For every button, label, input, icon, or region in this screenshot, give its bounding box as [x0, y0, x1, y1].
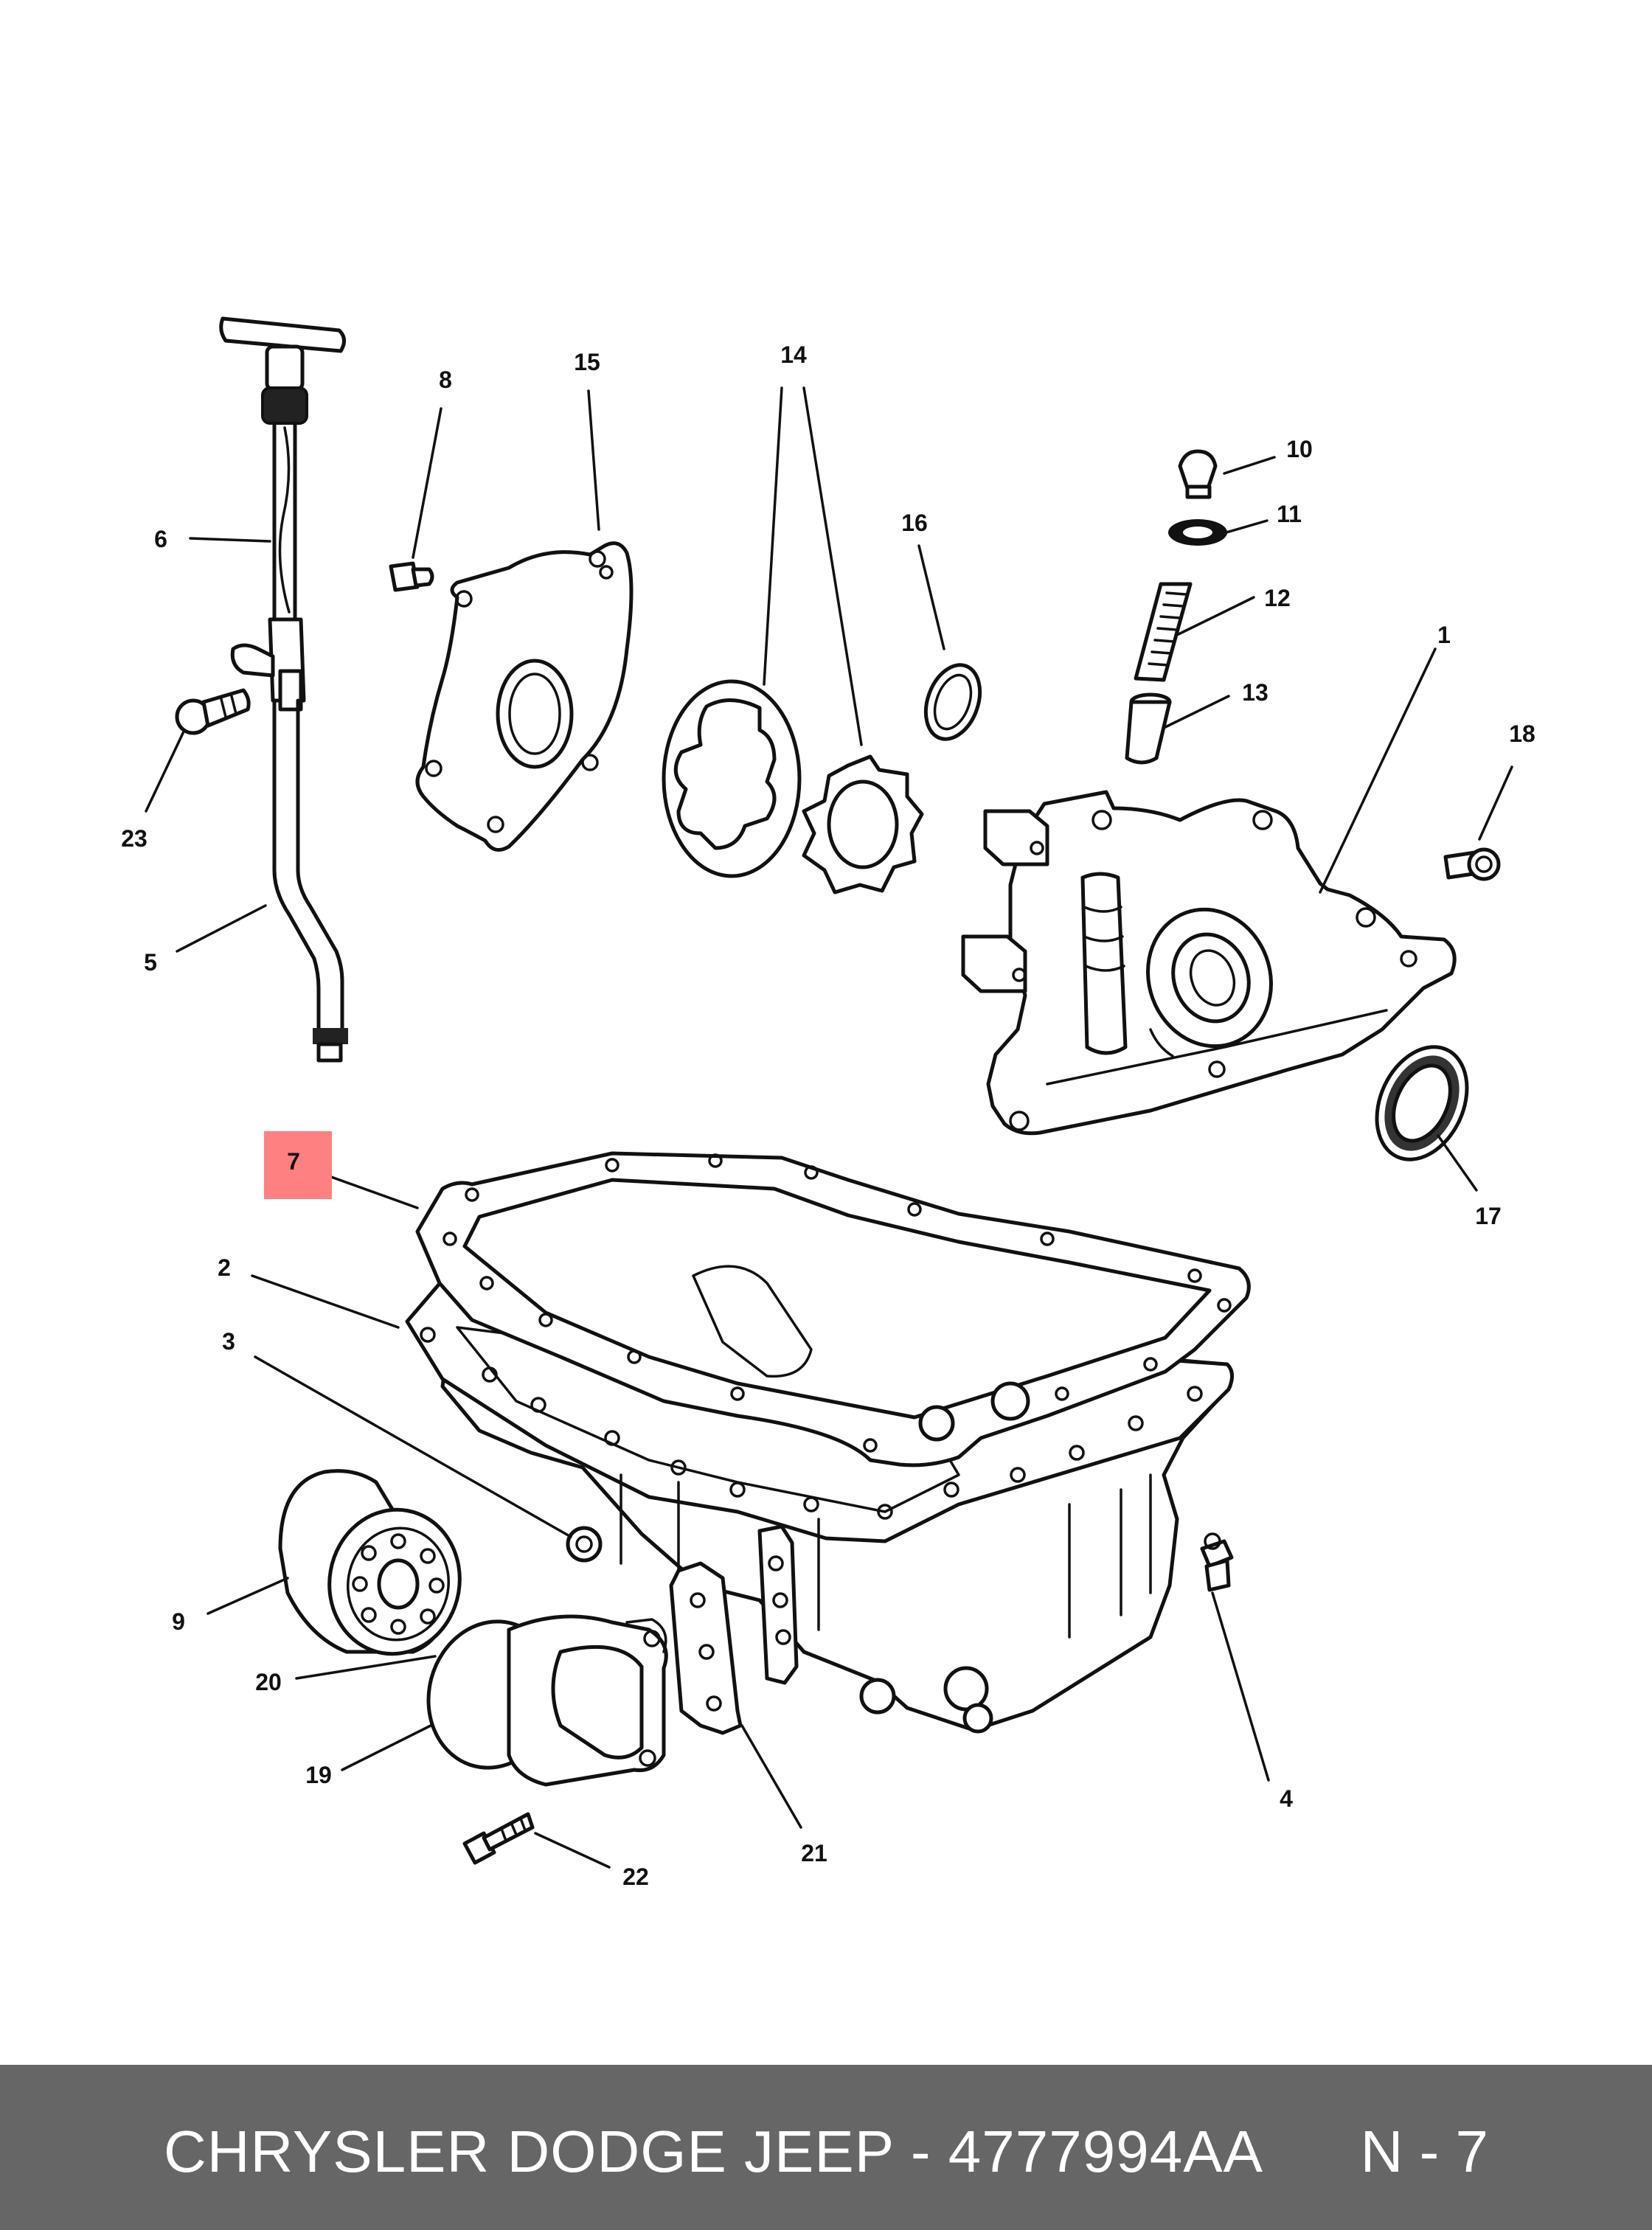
callout-8: 8: [439, 367, 452, 393]
inner-rotor-14: [802, 754, 924, 895]
callout-17: 17: [1475, 1203, 1502, 1229]
bracket-21: [669, 1524, 799, 1735]
callout-12: 12: [1264, 585, 1291, 611]
bolt-23-icon: [175, 688, 251, 735]
callout-19: 19: [305, 1762, 332, 1788]
callout-7: 7: [287, 1148, 300, 1175]
dipstick-assembly: [219, 316, 348, 1063]
callout-20: 20: [255, 1669, 282, 1695]
callout-11: 11: [1277, 501, 1302, 527]
callout-9: 9: [172, 1608, 185, 1635]
callout-21: 21: [801, 1840, 827, 1866]
callout-18: 18: [1509, 720, 1535, 747]
stud-bolt-4-icon: [1200, 1532, 1234, 1592]
bolt-22-icon: [462, 1812, 535, 1865]
bolt-18-icon: [1443, 847, 1501, 881]
callout-15: 15: [574, 349, 600, 375]
callout-3: 3: [222, 1328, 235, 1355]
footer-brand-part-number: CHRYSLER DODGE JEEP - 4777994AA: [164, 2119, 1263, 2184]
filter-adapter-19-20: [426, 1614, 668, 1787]
callout-14: 14: [780, 341, 807, 368]
footer-page-reference: N - 7: [1360, 2119, 1488, 2184]
callout-10: 10: [1286, 436, 1313, 462]
footer-bar: CHRYSLER DODGE JEEP - 4777994AA N - 7: [0, 2065, 1652, 2230]
pump-cover-plate-15: [415, 541, 634, 852]
exploded-parts-diagram: 1 2 3 4 5 6 7 8 9 10 11 12 13 14 15 16 1…: [121, 316, 1535, 1890]
oil-pan-gasket-7: [415, 1151, 1251, 1467]
highlight-box: [264, 1131, 332, 1199]
callout-1: 1: [1437, 622, 1451, 648]
callout-23: 23: [121, 825, 148, 852]
bolt-8-icon: [389, 561, 434, 592]
callout-labels: 1 2 3 4 5 6 7 8 9 10 11 12 13 14 15 16 1…: [121, 341, 1535, 1890]
callout-13: 13: [1242, 679, 1268, 706]
callout-5: 5: [144, 949, 157, 976]
callout-22: 22: [622, 1863, 649, 1890]
oil-filter-9: [278, 1469, 462, 1656]
leader-lines: [145, 386, 1513, 1869]
callout-6: 6: [154, 526, 167, 552]
outer-rotor-14: [662, 679, 802, 878]
callout-4: 4: [1280, 1785, 1293, 1812]
oil-pump-body-1: [961, 790, 1457, 1136]
callout-2: 2: [218, 1254, 231, 1281]
drain-plug-3-icon: [566, 1526, 603, 1563]
relief-valve-parts: [1125, 449, 1227, 765]
rear-seal-17-icon: [1375, 1045, 1469, 1161]
callout-16: 16: [901, 510, 928, 536]
seal-16-icon: [923, 663, 982, 741]
